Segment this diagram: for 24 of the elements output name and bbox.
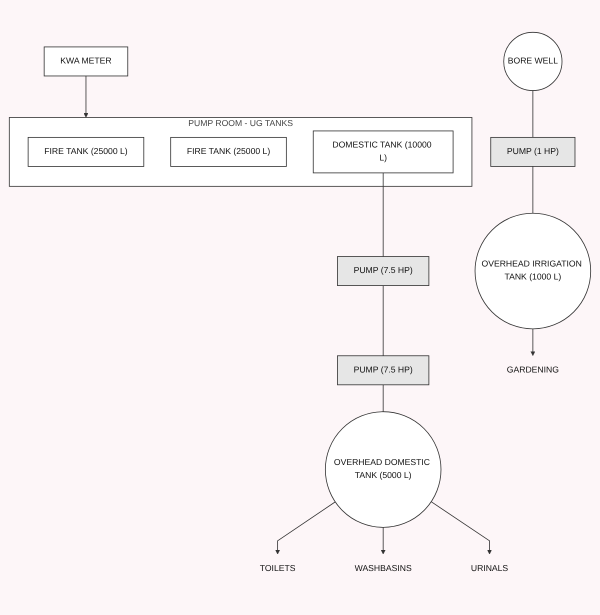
arrow xyxy=(530,328,536,356)
node-box: PUMP (7.5 HP) xyxy=(337,355,430,385)
connector xyxy=(382,284,384,356)
connector xyxy=(532,90,534,138)
node-box: FIRE TANK (25000 L) xyxy=(170,136,287,167)
node-box: FIRE TANK (25000 L) xyxy=(28,136,144,167)
node-text: GARDENING xyxy=(506,365,559,374)
node-text: TOILETS xyxy=(260,564,296,573)
arrow xyxy=(380,526,386,554)
connector xyxy=(382,384,384,412)
node-circle: OVERHEAD DOMESTIC TANK (5000 L) xyxy=(324,411,442,528)
node-box: PUMP (1 HP) xyxy=(490,136,576,167)
connector xyxy=(382,172,384,257)
node-circle: BORE WELL xyxy=(503,32,562,91)
node-box: DOMESTIC TANK (10000 L) xyxy=(312,130,454,173)
node-box: KWA METER xyxy=(44,46,128,76)
node-circle: OVERHEAD IRRIGATION TANK (1000 L) xyxy=(474,212,592,329)
connector xyxy=(532,166,534,214)
node-box: PUMP (7.5 HP) xyxy=(337,256,430,286)
arrow xyxy=(84,75,88,118)
arrow xyxy=(275,501,336,554)
arrow xyxy=(430,501,492,554)
node-text: WASHBASINS xyxy=(354,564,412,573)
node-text: URINALS xyxy=(470,564,508,573)
